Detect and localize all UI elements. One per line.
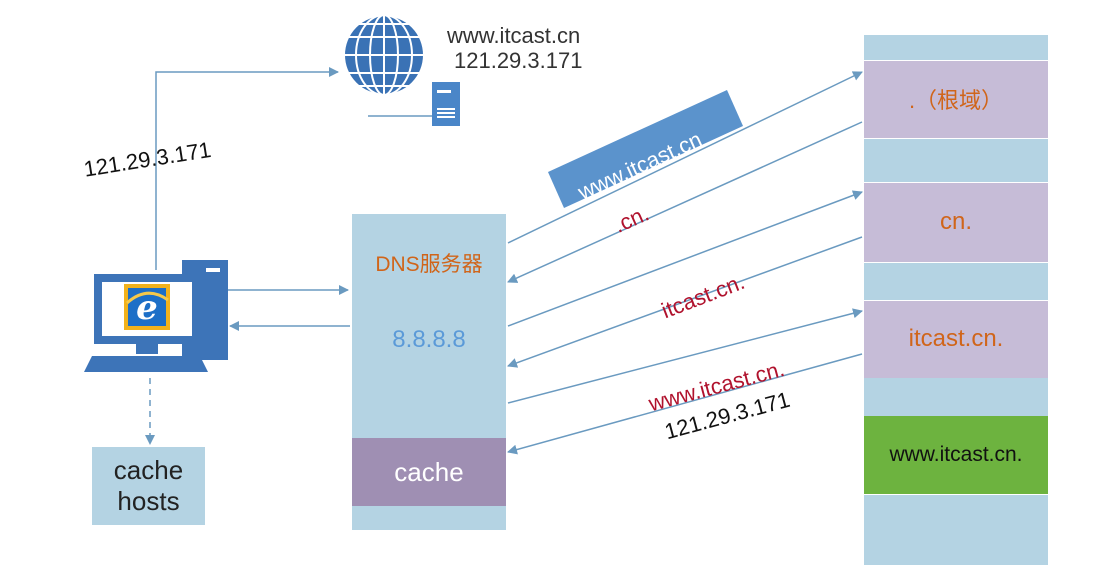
dns-cache-label: cache <box>394 456 464 487</box>
client-to-server-arrow <box>155 67 339 270</box>
reply-itcast-arrow <box>507 353 863 455</box>
hierarchy-divider <box>864 494 1048 495</box>
client-local-cache: cache hosts <box>92 447 205 525</box>
dns-server-title: DNS服务器 <box>375 253 483 276</box>
itcast-domain-label: itcast.cn. <box>908 325 1004 352</box>
root-domain-label: .（根域） <box>908 88 1004 113</box>
query-bubble <box>548 90 743 208</box>
hierarchy-divider <box>864 60 1048 61</box>
cn-domain-box: cn. <box>864 182 1048 262</box>
www-record-label: www.itcast.cn. <box>889 443 1023 466</box>
hierarchy-divider <box>864 300 1048 301</box>
itcast-domain-box: itcast.cn. <box>864 300 1048 378</box>
local-hosts-line: hosts <box>117 486 180 516</box>
web-server-icon <box>368 82 460 126</box>
dns-cache-box: cache <box>352 438 506 506</box>
svg-text:e: e <box>136 288 158 328</box>
host-domain: www.itcast.cn <box>447 23 581 48</box>
reply-cn-arrow <box>507 236 863 368</box>
query-cn-arrow <box>507 190 863 327</box>
host-ip: 121.29.3.171 <box>454 48 583 73</box>
globe-icon <box>343 14 425 96</box>
query-root-arrow <box>507 71 863 244</box>
www-record-box: www.itcast.cn. <box>864 416 1048 494</box>
hierarchy-divider <box>864 262 1048 263</box>
cn-domain-label: cn. <box>939 208 972 235</box>
hierarchy-divider <box>864 182 1048 183</box>
hierarchy-divider <box>864 138 1048 139</box>
root-domain-box: .（根域） <box>864 60 1048 138</box>
browser-icon: e <box>124 284 170 330</box>
reply-root-arrow <box>507 121 863 283</box>
dns-server-ip: 8.8.8.8 <box>392 326 466 353</box>
query-itcast-arrow <box>507 308 863 404</box>
local-cache-line: cache <box>113 455 184 485</box>
